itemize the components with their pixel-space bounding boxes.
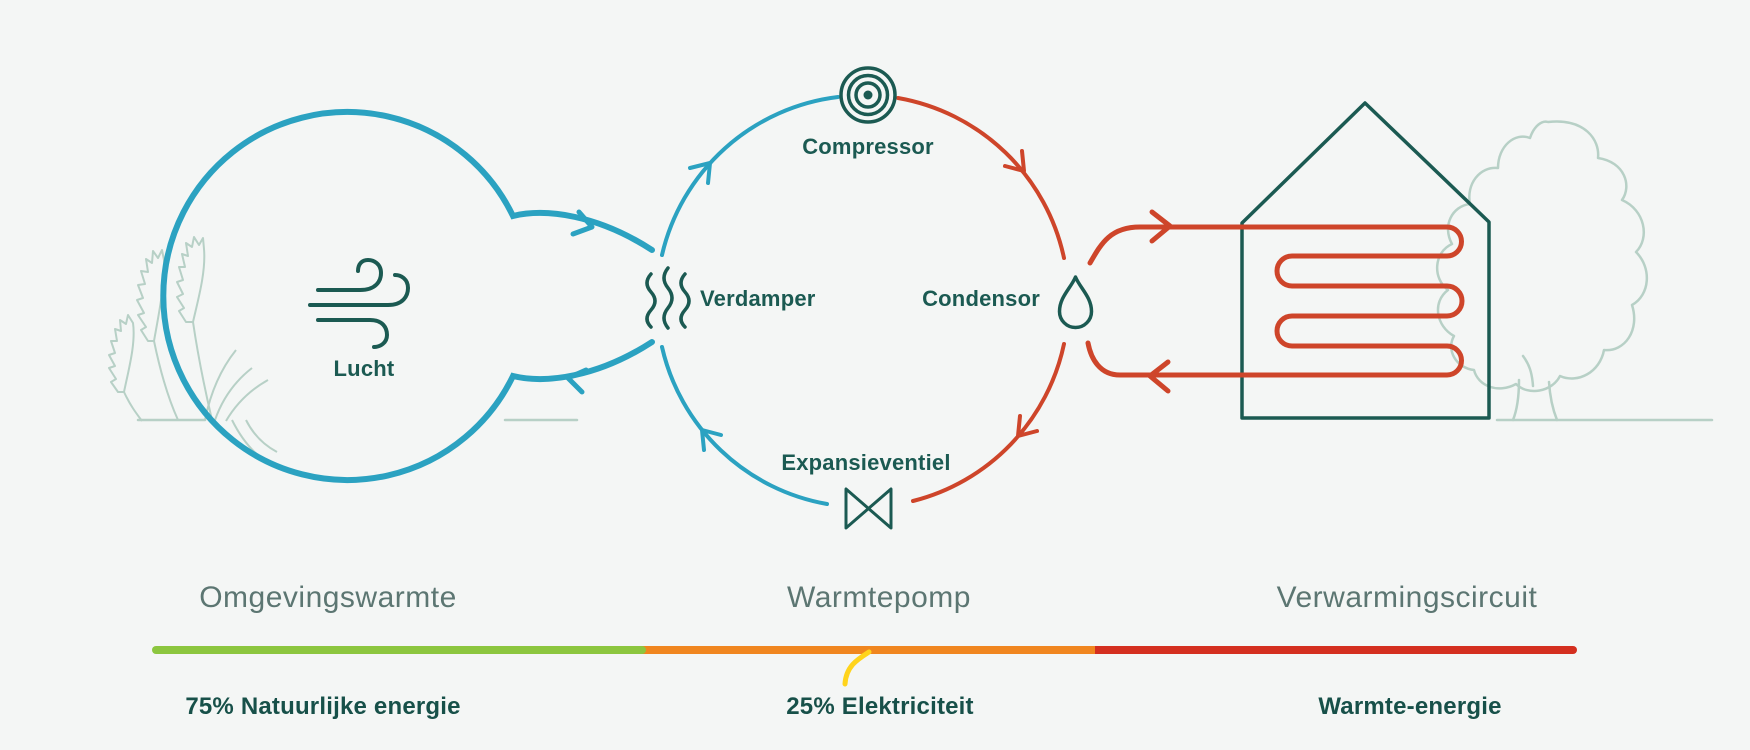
energy-label-electricity: 25% Elektriciteit: [786, 693, 974, 720]
heating-coil: [1085, 224, 1465, 378]
flow-arrow-air-out: [565, 367, 589, 395]
flow-arrow-air-in: [570, 209, 595, 237]
tree-canopy: [1435, 120, 1649, 393]
section-title-left: Omgevingswarmte: [199, 581, 457, 614]
condenser-label: Condensor: [922, 286, 1040, 311]
tree-icon: [1435, 120, 1649, 422]
cycle-arc-compressor-to-condenser: [896, 96, 1066, 260]
power-cable-icon: [842, 649, 872, 687]
house-icon: [1240, 101, 1491, 420]
section-title-middle: Warmtepomp: [787, 581, 971, 614]
cycle-arc-evaporator-to-compressor: [660, 95, 840, 257]
energy-bar-heat-segment: [1091, 646, 1577, 654]
condenser-icon: [1057, 275, 1094, 330]
grass-icon: [108, 236, 278, 461]
evaporator-label: Verdamper: [700, 286, 816, 311]
cycle-arc-valve-to-evaporator: [660, 345, 829, 506]
tree-branch: [1521, 354, 1535, 388]
flow-arrow-cycle-left: [700, 428, 723, 452]
section-title-right: Verwarmingscircuit: [1277, 581, 1538, 614]
energy-label-heat: Warmte-energie: [1318, 693, 1501, 720]
tree-trunk-left: [1511, 378, 1521, 422]
air-label: Lucht: [334, 356, 395, 381]
cycle-arc-condenser-to-valve: [911, 342, 1066, 503]
flow-arrow-to-house: [1149, 209, 1173, 244]
expansion-valve-icon: [844, 487, 893, 530]
compressor-label: Compressor: [802, 134, 934, 159]
flow-arrow-from-house: [1147, 359, 1171, 394]
evaporator-icon: [645, 266, 691, 330]
expansion-valve-label: Expansieventiel: [781, 450, 950, 475]
tree-trunk-right: [1547, 380, 1559, 422]
wind-icon: [308, 257, 411, 349]
flow-arrow-cycle-down: [1016, 414, 1039, 438]
energy-bar-natural-segment: [152, 646, 646, 654]
flow-arrow-cycle-right: [1003, 149, 1026, 173]
flow-arrow-cycle-up: [688, 161, 712, 185]
air-circle: [160, 109, 655, 483]
compressor-icon: [839, 66, 897, 124]
energy-label-natural: 75% Natuurlijke energie: [185, 693, 460, 720]
